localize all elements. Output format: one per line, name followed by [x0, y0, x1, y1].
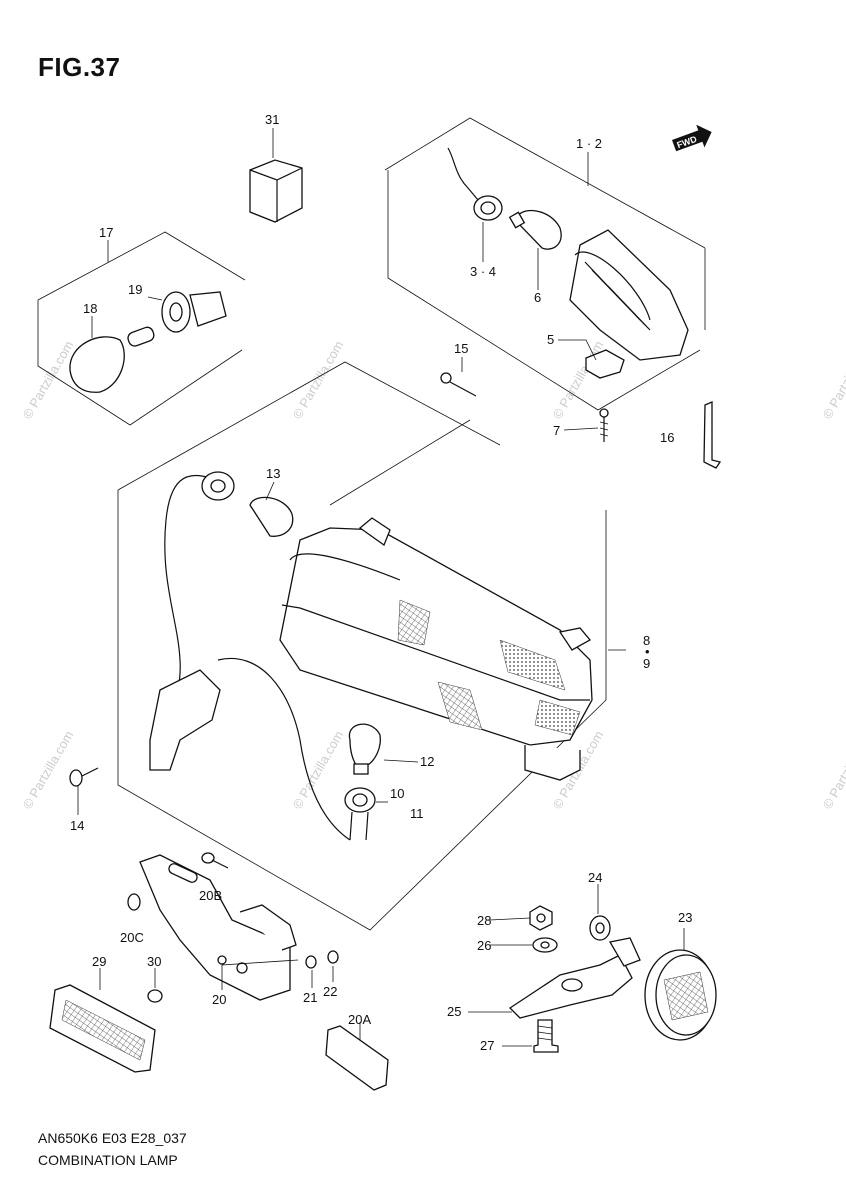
callout-12: 12 [420, 754, 434, 769]
reflector-bracket-25 [508, 937, 641, 1019]
callout-31: 31 [265, 112, 279, 127]
leader-lines [77, 128, 685, 1047]
nut-22 [327, 950, 339, 964]
callout-30: 30 [147, 954, 161, 969]
nut-24 [589, 915, 611, 941]
turn-signal-housing [569, 229, 689, 361]
fwd-label: FWD [676, 134, 699, 151]
figure-title: FIG.37 [38, 52, 121, 82]
screw-14 [69, 767, 99, 787]
callout-27: 27 [480, 1038, 494, 1053]
callout-6: 6 [534, 290, 541, 305]
grommet-20C [127, 893, 141, 911]
license-lamp-socket [161, 291, 227, 333]
bolt-20B [201, 852, 229, 869]
callout-29: 29 [92, 954, 106, 969]
reflector-29 [49, 984, 156, 1073]
callout-20A: 20A [348, 1012, 371, 1027]
bolt-27 [533, 1019, 559, 1053]
callout-labels: 31 1 · 2 17 19 18 3 · 4 6 5 15 7 16 13 8… [70, 112, 692, 1053]
callout-9: 9 [643, 656, 650, 671]
callout-14: 14 [70, 818, 84, 833]
license-bracket-20 [139, 854, 297, 1001]
watermark-text: © Partzilla.com [20, 728, 77, 811]
callout-16: 16 [660, 430, 674, 445]
nut-28 [529, 905, 553, 931]
tail-lamp-bulb-13 [249, 496, 294, 537]
license-lamp-lens [69, 336, 125, 393]
figure-code: AN650K6 E03 E28_037 [38, 1130, 187, 1146]
nut-30 [147, 989, 163, 1003]
screw-7 [599, 408, 609, 442]
watermark-text: © Partzilla.com [550, 338, 607, 421]
callout-18: 18 [83, 301, 97, 316]
callout-8: 8 [643, 633, 650, 648]
harness-holder [149, 669, 221, 771]
callout-7: 7 [553, 423, 560, 438]
turn-signal-bulb [508, 209, 562, 250]
callout-26: 26 [477, 938, 491, 953]
callout-5: 5 [547, 332, 554, 347]
license-lamp-bulb [127, 326, 155, 347]
callout-11: 11 [410, 806, 424, 821]
relay-31 [249, 159, 303, 223]
callout-20C: 20C [120, 930, 144, 945]
combination-lamp-group-outline [117, 361, 607, 931]
turn-signal-bracket [585, 349, 625, 379]
washer-26 [532, 937, 558, 953]
watermark-text: © Partzilla.com [20, 338, 77, 421]
callout-3-4: 3 · 4 [470, 264, 496, 279]
watermark-text: © Partzilla.com [290, 338, 347, 421]
callout-17: 17 [99, 225, 113, 240]
callout-8-9-separator: • [645, 644, 650, 659]
callout-15: 15 [454, 341, 468, 356]
callout-21: 21 [303, 990, 317, 1005]
watermark-text: © Partzilla.com [820, 728, 846, 811]
callout-20B: 20B [199, 888, 222, 903]
stay-16 [703, 401, 722, 469]
forward-direction-icon: FWD [672, 124, 712, 152]
callout-13: 13 [266, 466, 280, 481]
callout-19: 19 [128, 282, 142, 297]
callout-24: 24 [588, 870, 602, 885]
callout-20: 20 [212, 992, 226, 1007]
label-20A [325, 1025, 389, 1091]
combination-lamp-body [279, 517, 593, 781]
callout-1-2: 1 · 2 [576, 136, 602, 151]
watermark-text: © Partzilla.com [290, 728, 347, 811]
watermark-text: © Partzilla.com [820, 338, 846, 421]
socket-10-11 [344, 787, 376, 841]
washer-21 [305, 955, 317, 969]
callout-22: 22 [323, 984, 337, 999]
turn-signal-group-outline [384, 117, 706, 411]
callout-25: 25 [447, 1004, 461, 1019]
callout-28: 28 [477, 913, 491, 928]
reflector-23 [644, 949, 717, 1041]
bulb-12 [348, 723, 381, 775]
callout-10: 10 [390, 786, 404, 801]
callout-23: 23 [678, 910, 692, 925]
screw-15 [440, 372, 477, 397]
license-lamp-group-outline [37, 231, 246, 426]
tail-lamp-socket [201, 471, 235, 501]
turn-signal-socket [447, 147, 503, 221]
figure-name: COMBINATION LAMP [38, 1152, 178, 1168]
